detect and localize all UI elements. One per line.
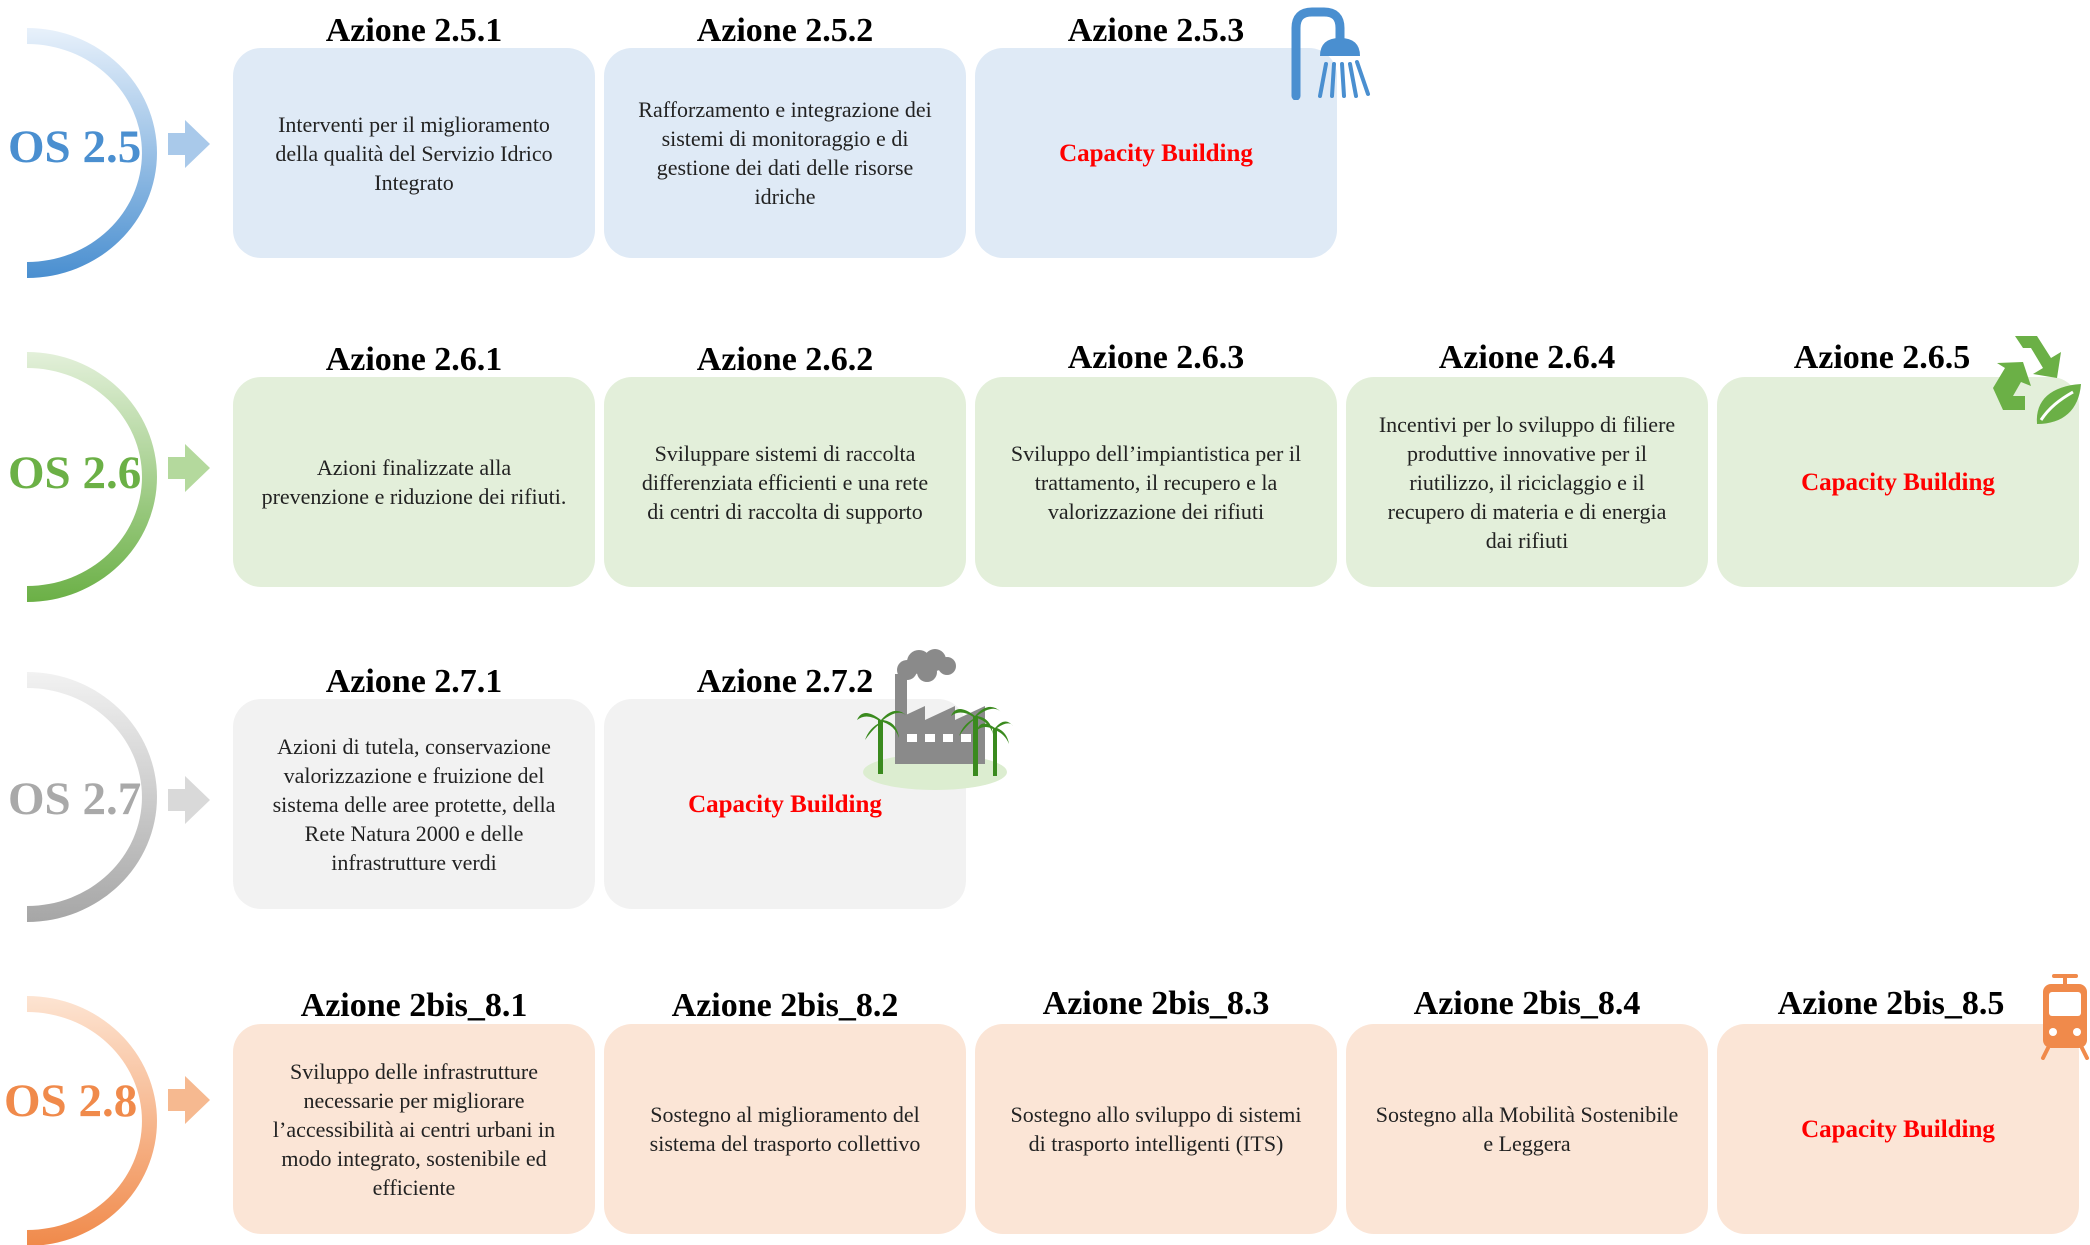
os-2-8-arrow-arc [27,996,210,1245]
action-text: Sviluppare sistemi di raccolta differenz… [641,440,929,524]
action-box: Rafforzamento e integrazione dei sistemi… [604,48,966,258]
action-text: Incentivi per lo sviluppo di filiere pro… [1378,411,1676,553]
action-title: Azione 2bis_8.2 [671,987,899,1024]
os-2-5-arrow-arc [27,28,210,278]
action-text: Azioni finalizzate alla prevenzione e ri… [261,455,567,509]
action-box: Sviluppare sistemi di raccolta differenz… [604,377,966,587]
capacity-building-box: Capacity Building [1717,377,2079,587]
action-text: Sostegno alla Mobilità Sostenibile e Leg… [1375,1102,1679,1156]
action-title: Azione 2.7.2 [696,663,874,700]
action-text: Sostegno allo sviluppo di sistemi di tra… [1010,1102,1302,1156]
action-box: Sostegno al miglioramento del sistema de… [604,1024,966,1234]
action-box: Sviluppo delle infrastrutture necessarie… [233,1024,595,1234]
train-icon [2041,974,2089,1060]
os-label: OS 2.5 [8,121,142,173]
recycle-leaf-icon [1993,336,2081,424]
action-text: Interventi per il miglioramento della qu… [275,111,553,195]
action-title: Azione 2.6.1 [325,341,503,378]
os-2-8-row: OS 2.8 Azione 2bis_8.1 Sviluppo delle in… [0,974,2090,1245]
action-title: Azione 2.5.1 [325,12,503,49]
action-text: Azioni di tutela, conservazione valorizz… [272,733,556,875]
action-box: Azioni finalizzate alla prevenzione e ri… [233,377,595,587]
action-box: Sviluppo dell’impiantistica per il tratt… [975,377,1337,587]
action-box: Interventi per il miglioramento della qu… [233,48,595,258]
os-label: OS 2.8 [4,1075,138,1127]
action-text: Capacity Building [1801,468,1995,496]
factory-palm-icon [857,649,1013,790]
action-text: Sostegno al miglioramento del sistema de… [649,1102,921,1156]
os-2-7-arrow-arc [27,672,210,922]
action-title: Azione 2.6.4 [1438,339,1616,376]
os-2-5-row: OS 2.5 Azione 2.5.1 Interventi per il mi… [0,0,2090,310]
capacity-building-box: Capacity Building [1717,1024,2079,1234]
os-2-6-row: OS 2.6 Azione 2.6.1 Azioni finalizzate a… [0,328,2090,638]
os-2-7-row: OS 2.7 Azione 2.7.1 Azioni di tutela, co… [0,649,2090,962]
action-box: Sostegno allo sviluppo di sistemi di tra… [975,1024,1337,1234]
os-2-6-arrow-arc [27,352,210,602]
action-title: Azione 2.5.3 [1067,12,1245,49]
action-title: Azione 2.5.2 [696,12,874,49]
action-text: Capacity Building [688,790,882,818]
action-text: Rafforzamento e integrazione dei sistemi… [638,97,932,209]
action-box: Sostegno alla Mobilità Sostenibile e Leg… [1346,1024,1708,1234]
action-box: Azioni di tutela, conservazione valorizz… [233,699,595,909]
action-title: Azione 2.7.1 [325,663,503,700]
action-title: Azione 2.6.3 [1067,339,1245,376]
action-title: Azione 2bis_8.3 [1042,985,1270,1022]
action-title: Azione 2.6.2 [696,341,874,378]
action-title: Azione 2bis_8.5 [1777,985,2005,1022]
os-label: OS 2.6 [8,447,142,499]
action-text: Sviluppo delle infrastrutture necessarie… [272,1058,556,1200]
shower-icon [1291,7,1370,100]
action-text: Sviluppo dell’impiantistica per il tratt… [1010,440,1302,524]
os-label: OS 2.7 [8,773,142,825]
action-text: Capacity Building [1801,1115,1995,1143]
capacity-building-box: Capacity Building [975,48,1337,258]
action-title: Azione 2bis_8.4 [1413,985,1641,1022]
action-box: Incentivi per lo sviluppo di filiere pro… [1346,377,1708,587]
action-title: Azione 2.6.5 [1793,339,1971,376]
action-title: Azione 2bis_8.1 [300,987,528,1024]
action-text: Capacity Building [1059,139,1253,167]
